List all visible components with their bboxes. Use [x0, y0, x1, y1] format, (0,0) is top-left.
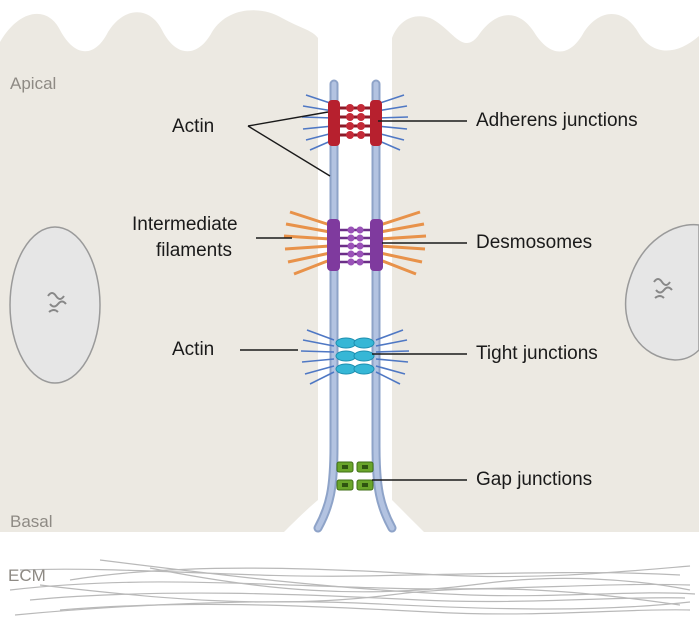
- label-tight-junctions: Tight junctions: [476, 343, 598, 365]
- nucleus-left: [10, 227, 100, 383]
- label-actin-mid: Actin: [172, 339, 214, 361]
- membrane-right-core: [376, 84, 392, 528]
- label-basal: Basal: [10, 512, 53, 532]
- label-gap-junctions: Gap junctions: [476, 469, 592, 491]
- label-intermediate-line1: Intermediate: [132, 214, 238, 236]
- tight-junction-proteins: [336, 338, 374, 374]
- desmosome-proteins: [327, 219, 383, 271]
- adherens-junction-proteins: [328, 100, 382, 146]
- label-adherens-junctions: Adherens junctions: [476, 110, 638, 132]
- label-intermediate-line2: filaments: [156, 240, 232, 262]
- gap-junction-proteins: [337, 462, 373, 490]
- label-actin-top: Actin: [172, 116, 214, 138]
- membrane-left-core: [318, 84, 334, 528]
- label-apical: Apical: [10, 74, 56, 94]
- label-ecm: ECM: [8, 566, 46, 586]
- ecm-fibers: [10, 560, 695, 615]
- label-desmosomes: Desmosomes: [476, 232, 592, 254]
